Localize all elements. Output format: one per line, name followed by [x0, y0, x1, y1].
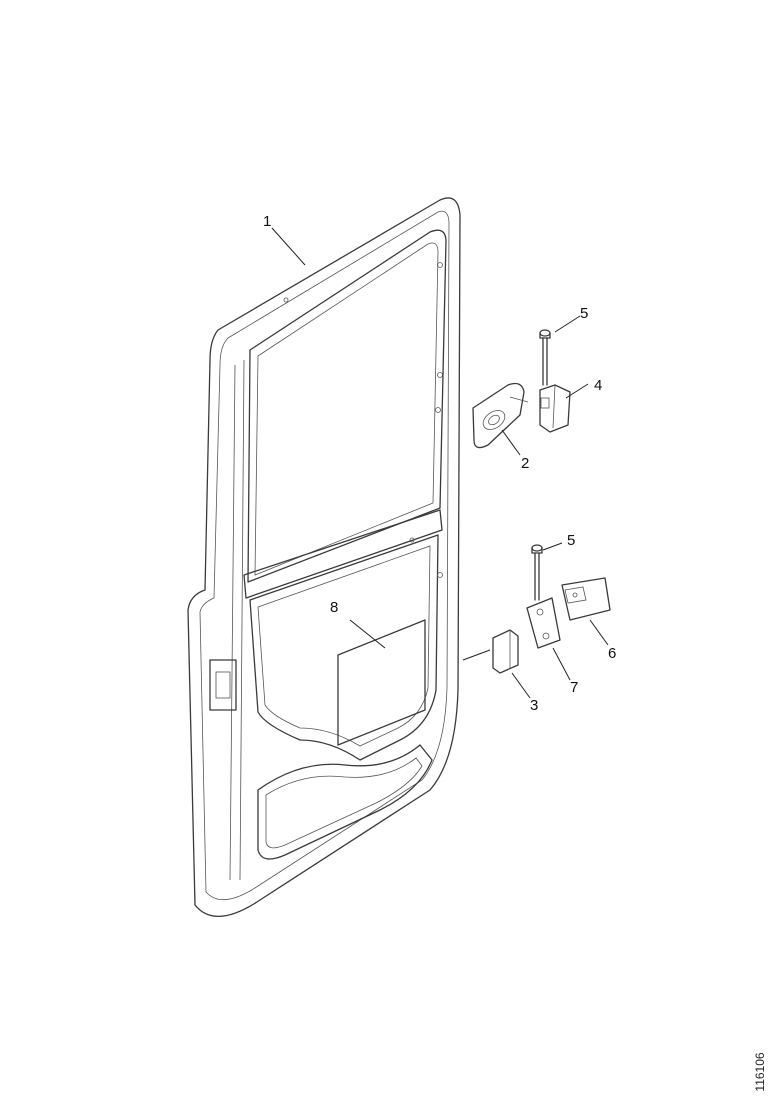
hinge-plate-lower [561, 577, 611, 621]
callout-5-upper: 5 [580, 305, 588, 322]
reference-code: 116106 [753, 1052, 767, 1092]
hinge-block-lower [492, 629, 519, 674]
door-frame [187, 197, 461, 918]
callout-8: 8 [330, 599, 338, 616]
callout-labels: 1 2 3 4 5 5 6 7 8 [263, 213, 616, 714]
callout-2: 2 [521, 455, 529, 472]
leader-lines [271, 227, 609, 699]
callout-1: 1 [263, 213, 271, 230]
door-panel [337, 619, 426, 746]
hinge-arm-lower [526, 597, 561, 649]
callout-6: 6 [608, 645, 616, 662]
callout-7: 7 [570, 679, 578, 696]
callout-4: 4 [594, 377, 602, 394]
bolt-upper [539, 329, 551, 386]
callout-5-lower: 5 [567, 532, 575, 549]
callout-3: 3 [530, 697, 538, 714]
hinge-plate-upper [472, 382, 529, 449]
hinge-block-upper [539, 384, 571, 433]
bolt-lower [531, 544, 543, 601]
